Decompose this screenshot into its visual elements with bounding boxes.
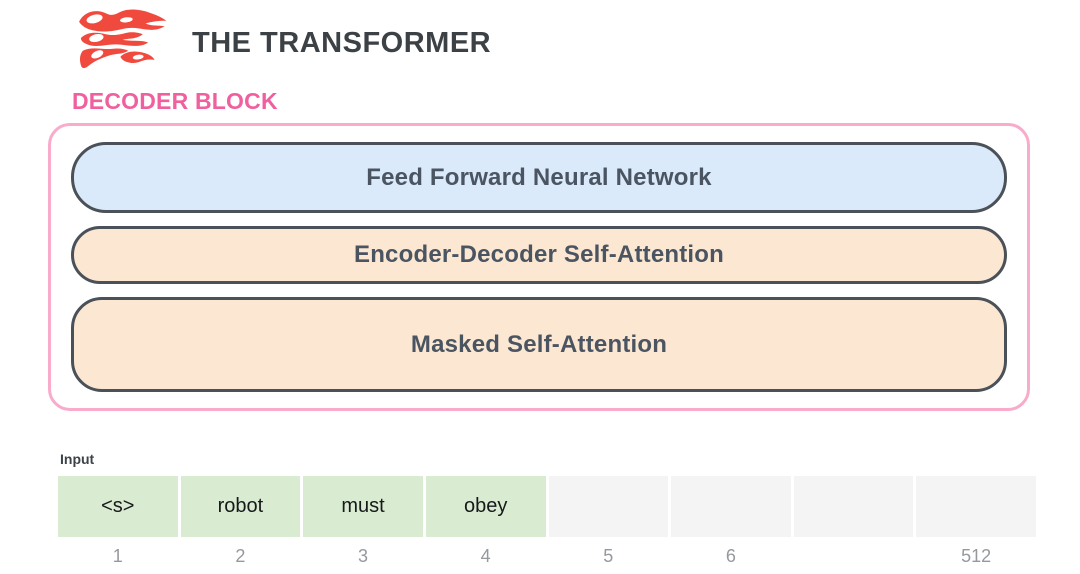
position-label: 4 bbox=[480, 546, 491, 566]
input-token-cell: <s> bbox=[58, 476, 178, 537]
position-label: 1 bbox=[112, 546, 123, 566]
decoder-block-label: DECODER BLOCK bbox=[72, 88, 278, 114]
flame-logo-icon bbox=[70, 6, 170, 70]
position-label: 2 bbox=[235, 546, 246, 566]
decoder-block-diagram: Feed Forward Neural Network Encoder-Deco… bbox=[48, 123, 1030, 411]
position-label bbox=[794, 546, 914, 567]
position-label: 6 bbox=[725, 546, 736, 566]
layer-feed-forward-neural-network: Feed Forward Neural Network bbox=[71, 142, 1007, 213]
input-token-cell bbox=[916, 476, 1036, 537]
layer-encoder-decoder-self-attention: Encoder-Decoder Self-Attention bbox=[71, 226, 1007, 284]
position-label: 512 bbox=[961, 546, 992, 566]
input-token-cell bbox=[548, 476, 669, 537]
position-number-row: 1 2 3 4 5 6 512 bbox=[58, 546, 1036, 567]
input-token-cell: obey bbox=[425, 476, 546, 537]
input-token-cell: must bbox=[303, 476, 423, 537]
position-label: 3 bbox=[358, 546, 369, 566]
page-title: THE TRANSFORMER bbox=[192, 26, 492, 59]
layer-masked-self-attention: Masked Self-Attention bbox=[71, 297, 1007, 392]
input-token-cell: robot bbox=[180, 476, 301, 537]
input-token-cell bbox=[793, 476, 914, 537]
header: THE TRANSFORMER bbox=[70, 6, 491, 70]
input-token-cell bbox=[671, 476, 791, 537]
position-label: 5 bbox=[603, 546, 614, 566]
input-label: Input bbox=[60, 451, 95, 467]
